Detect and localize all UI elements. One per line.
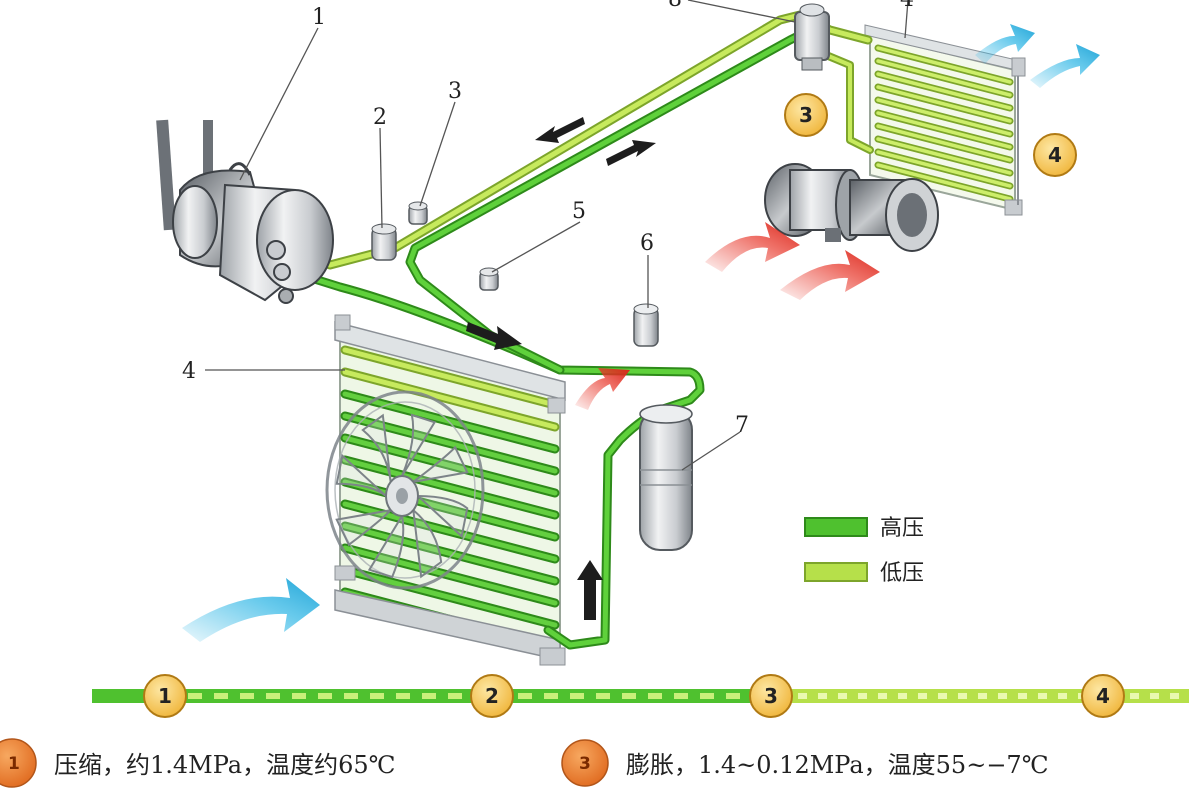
bar-badge-1-label: 1 [158,684,172,708]
note-1-text: 压缩，约1.4MPa，温度约65℃ [54,751,396,779]
stage-badge-4-label: 4 [1048,143,1062,167]
blower-fan [764,163,939,252]
process-bar: 1 2 3 4 [92,674,1189,718]
note-3-text: 膨胀，1.4~0.12MPa，温度55~−7℃ [626,751,1049,779]
flow-arrow-icon [466,117,656,620]
bar-badge-3-circle [749,674,793,718]
process-bar-badges: 1 2 3 4 [143,674,1125,718]
stage-badge-3-label: 3 [799,103,813,127]
cold-air-arrow-icon [182,24,1100,642]
service-port [479,267,499,291]
legend-swatch-low [804,562,868,582]
legend-label-low: 低压 [880,561,924,586]
pressure-switch [633,303,659,347]
evaporator [864,24,1026,216]
condenser-coils [340,345,560,652]
fan-blade [415,494,469,539]
evaporator-coils [874,44,1014,203]
legend-swatch-high [804,517,868,537]
bar-badge-1-circle [143,674,187,718]
fan-blade [412,507,443,579]
fan-blade [367,513,405,579]
note-1: 1 压缩，约1.4MPa，温度约65℃ [0,738,396,788]
diagram-stage-badges: 34 [784,93,1077,177]
bar-badge-2-circle [470,674,514,718]
compressor [156,119,334,304]
bar-badge-2-label: 2 [485,684,499,708]
fan-blade [335,453,387,497]
fan-blade [361,413,392,482]
callout-number-4: 4 [182,359,196,384]
bar-badge-4-circle [1081,674,1125,718]
callout-number-1: 1 [312,5,326,30]
callout-number-8: 8 [668,0,682,12]
callout-number-2: 2 [373,105,387,130]
callout-leaders [205,0,909,471]
note-3-badge: 3 [579,754,591,774]
hot-air-arrow-icon [575,222,880,410]
note-1-badge: 1 [8,754,20,774]
callout-number-3: 3 [448,79,462,104]
condenser [325,314,566,666]
fan-icon [325,390,485,590]
receiver-drier [639,404,693,551]
callout-number-6: 6 [640,231,654,256]
callout-number-7: 7 [735,413,749,438]
expansion-valve [794,3,830,71]
service-port [408,201,428,225]
fan-blade [335,508,394,547]
note-3: 3 膨胀，1.4~0.12MPa，温度55~−7℃ [561,739,1049,787]
stage-badge-4-circle [1033,133,1077,177]
service-valve [371,223,397,261]
callout-number-4: 4 [900,0,914,12]
legend: 高压 低压 [804,516,924,586]
bar-badge-3-label: 3 [764,684,778,708]
fan-blade [412,445,469,483]
callout-number-5: 5 [572,199,586,224]
legend-label-high: 高压 [880,516,924,541]
fan-blade [401,413,437,477]
stage-badge-3-circle [784,93,828,137]
callout-labels: 1 2 3 4 5 6 7 8 4 [182,0,914,438]
bar-badge-4-label: 4 [1096,684,1110,708]
